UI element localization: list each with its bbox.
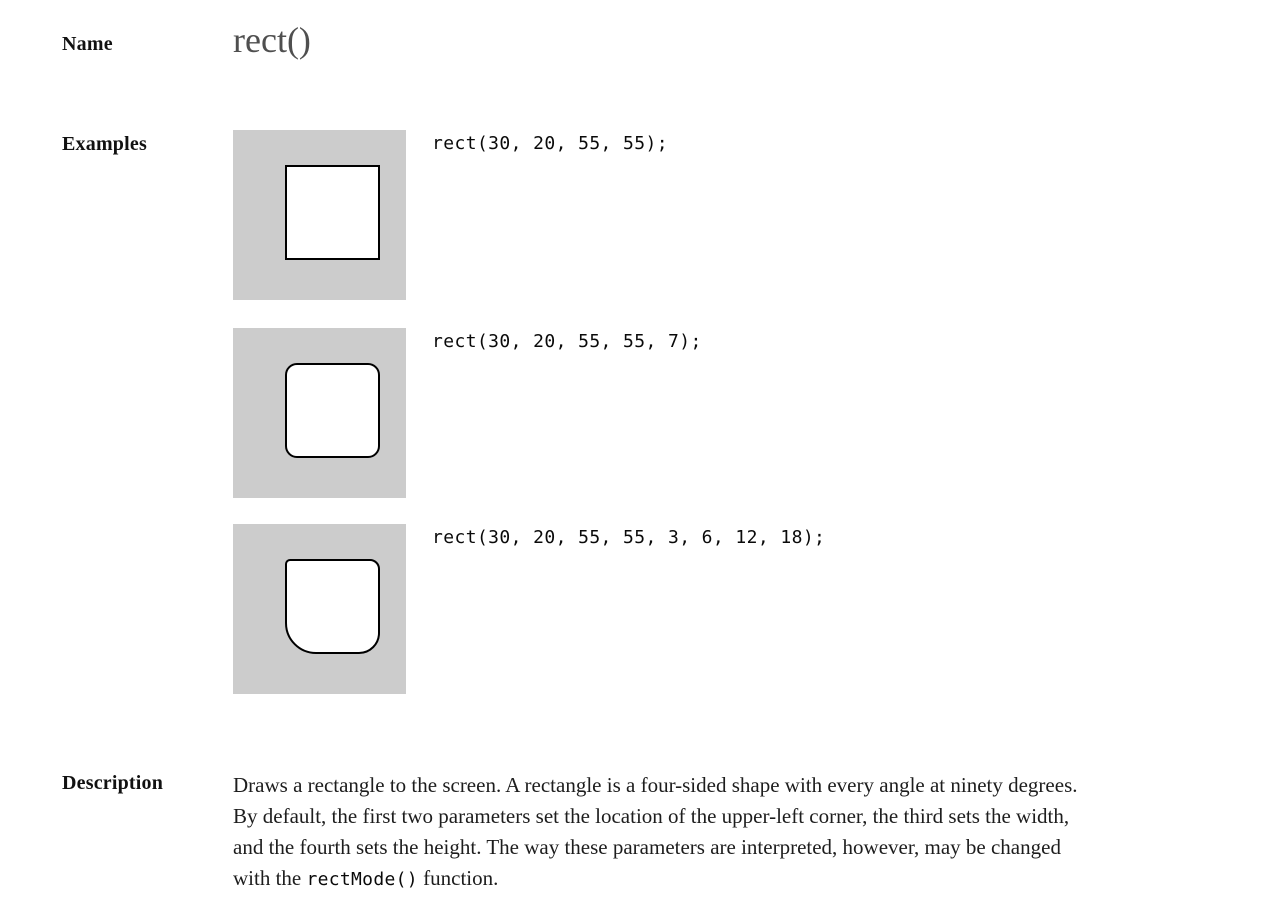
sketch-canvas-1 bbox=[233, 130, 406, 300]
name-section: Name rect() bbox=[62, 20, 1280, 60]
sketch-canvas-3 bbox=[233, 524, 406, 694]
inline-code-rectmode: rectMode() bbox=[306, 869, 418, 890]
description-section: Description Draws a rectangle to the scr… bbox=[62, 770, 1280, 895]
description-line: Draws a rectangle to the screen. A recta… bbox=[233, 773, 1078, 797]
example-code-3: rect(30, 20, 55, 55, 3, 6, 12, 18); bbox=[432, 527, 826, 548]
description-line: By default, the first two parameters set… bbox=[233, 804, 1070, 828]
drawn-rectangle-square bbox=[285, 165, 380, 260]
example-code-2: rect(30, 20, 55, 55, 7); bbox=[432, 331, 702, 352]
sketch-canvas-2 bbox=[233, 328, 406, 498]
examples-list: rect(30, 20, 55, 55); rect(30, 20, 55, 5… bbox=[233, 130, 1280, 694]
drawn-rectangle-mixed-corners bbox=[285, 559, 380, 654]
examples-label: Examples bbox=[62, 133, 147, 155]
description-line-last: with the rectMode() function. bbox=[233, 863, 1223, 895]
description-text: Draws a rectangle to the screen. A recta… bbox=[233, 770, 1223, 895]
description-last-after: function. bbox=[417, 866, 499, 890]
description-line: and the fourth sets the height. The way … bbox=[233, 835, 1061, 859]
description-label: Description bbox=[62, 772, 164, 794]
name-label: Name bbox=[62, 33, 113, 55]
reference-page: Name rect() Examples rect(30, 20, 55, 55… bbox=[62, 20, 1280, 895]
example-code-1: rect(30, 20, 55, 55); bbox=[432, 133, 668, 154]
example-row: rect(30, 20, 55, 55, 3, 6, 12, 18); bbox=[233, 524, 1280, 694]
examples-section: Examples rect(30, 20, 55, 55); rect(30, … bbox=[62, 130, 1280, 694]
example-row: rect(30, 20, 55, 55); bbox=[233, 130, 1280, 300]
drawn-rectangle-rounded bbox=[285, 363, 380, 458]
description-last-before: with the bbox=[233, 866, 307, 890]
example-row: rect(30, 20, 55, 55, 7); bbox=[233, 328, 1280, 498]
function-title: rect() bbox=[233, 20, 311, 60]
